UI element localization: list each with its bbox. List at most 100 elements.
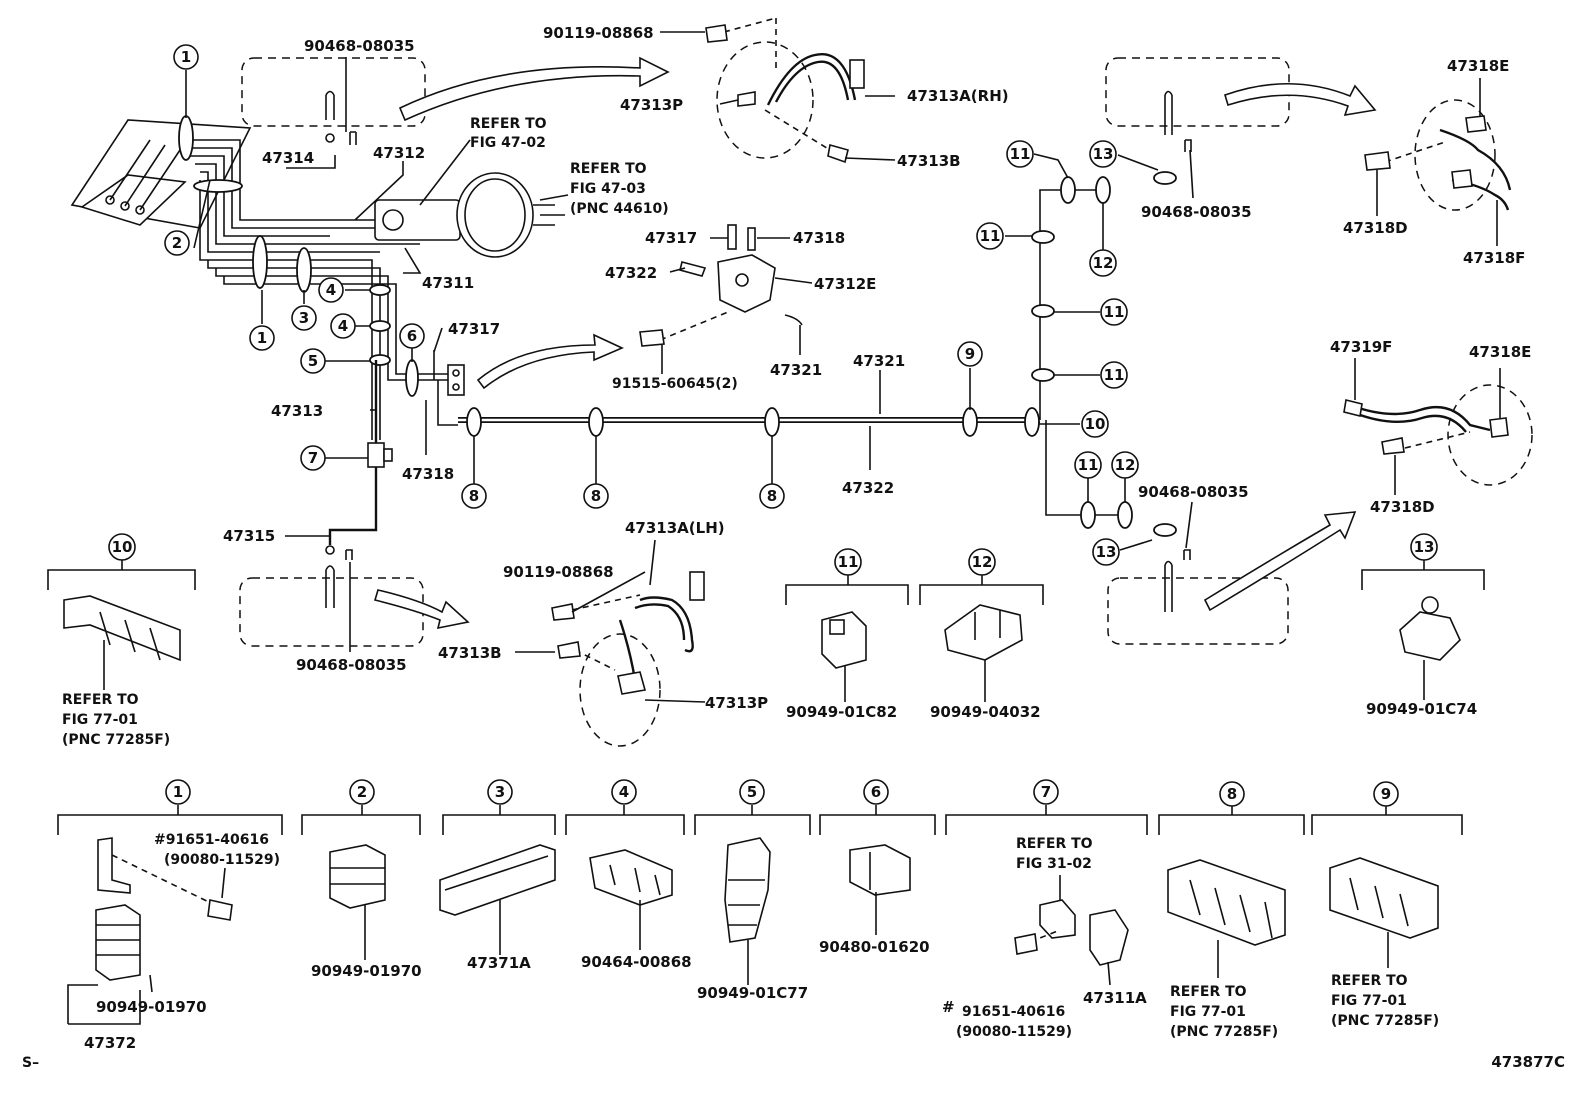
callout-box-top-left xyxy=(241,56,670,145)
svg-text:1: 1 xyxy=(257,329,267,347)
ref-7-mid: 7 xyxy=(300,445,326,471)
label-hash: # xyxy=(942,998,955,1016)
ref-5-group: 5 xyxy=(739,779,765,805)
svg-text:10: 10 xyxy=(112,538,133,556)
label-47311A: 47311A xyxy=(1083,989,1147,1007)
label-47313: 47313 xyxy=(271,402,323,420)
clamp-10-illustration xyxy=(63,595,181,662)
label-refer-47-03-a: REFER TO xyxy=(570,161,647,177)
ref-11-group: 11 xyxy=(834,548,862,576)
clamp-3-illustration xyxy=(439,844,556,916)
label-90080-11529-b: (90080-11529) xyxy=(956,1024,1072,1040)
svg-text:11: 11 xyxy=(1078,456,1099,474)
label-90464-00868: 90464-00868 xyxy=(581,953,692,971)
ref-8-group: 8 xyxy=(1219,781,1245,807)
bundle-clamps xyxy=(178,115,1177,537)
ref-8-a: 8 xyxy=(461,483,487,509)
svg-text:5: 5 xyxy=(747,783,757,801)
svg-text:8: 8 xyxy=(1227,785,1237,803)
label-refer-31-02-a: REFER TO xyxy=(1016,836,1093,852)
label-refer-77-01-b-9: FIG 77-01 xyxy=(1331,993,1407,1009)
clamp-7-illustration xyxy=(1014,899,1129,966)
svg-text:9: 9 xyxy=(965,345,975,363)
diagram-id: 473877C xyxy=(1491,1053,1565,1071)
label-refer-77-01-a-8: REFER TO xyxy=(1170,984,1247,1000)
ref-6-mid: 6 xyxy=(399,323,425,349)
part-labels: 90468-08035 90119-08868 47313A(RH) 47313… xyxy=(22,24,1565,1071)
brake-booster xyxy=(374,172,565,258)
label-refer-47-02-b: FIG 47-02 xyxy=(470,135,546,151)
label-90119-08868-mid: 90119-08868 xyxy=(503,563,614,581)
label-47318D-mid: 47318D xyxy=(1370,498,1435,516)
clamp-13-illustration xyxy=(1399,596,1461,661)
svg-text:7: 7 xyxy=(308,449,318,467)
ref-8-b: 8 xyxy=(583,483,609,509)
svg-text:5: 5 xyxy=(308,352,318,370)
ref-11-c: 11 xyxy=(1100,298,1128,326)
label-91651-40616-b: 91651-40616 xyxy=(962,1004,1065,1020)
clamp-11-illustration xyxy=(821,611,867,669)
ref-8-c: 8 xyxy=(759,483,785,509)
ref-10-mid: 10 xyxy=(1081,410,1109,438)
clamp-8-illustration xyxy=(1167,859,1286,946)
hose-47313A-LH xyxy=(551,571,705,747)
hose-47318F xyxy=(1364,99,1512,211)
label-90949-01C74: 90949-01C74 xyxy=(1366,700,1477,718)
svg-text:11: 11 xyxy=(1104,303,1125,321)
label-refer-31-02-b: FIG 31-02 xyxy=(1016,856,1092,872)
ref-4-a: 4 xyxy=(318,277,344,303)
svg-text:13: 13 xyxy=(1414,538,1435,556)
label-47314: 47314 xyxy=(262,149,314,167)
svg-text:4: 4 xyxy=(326,281,336,299)
label-47318-mid: 47318 xyxy=(402,465,454,483)
label-47312E: 47312E xyxy=(814,275,876,293)
clamp-12-illustration xyxy=(944,604,1023,661)
label-refer-77-01-c-8: (PNC 77285F) xyxy=(1170,1024,1278,1040)
svg-text:12: 12 xyxy=(1093,254,1114,272)
callout-box-bottom-right xyxy=(1107,511,1357,645)
ref-10-group: 10 xyxy=(108,533,136,561)
label-47322: 47322 xyxy=(842,479,894,497)
svg-text:10: 10 xyxy=(1085,415,1106,433)
svg-text:13: 13 xyxy=(1093,145,1114,163)
label-90949-04032: 90949-04032 xyxy=(930,703,1041,721)
label-47371A: 47371A xyxy=(467,954,531,972)
clamp-5-illustration xyxy=(724,837,771,943)
label-47311: 47311 xyxy=(422,274,474,292)
label-90468-08035-lower-right: 90468-08035 xyxy=(1138,483,1249,501)
bracket-47372-illustration xyxy=(95,837,233,981)
ref-13-a: 13 xyxy=(1089,140,1117,168)
svg-text:3: 3 xyxy=(495,783,505,801)
label-47313P-top: 47313P xyxy=(620,96,683,114)
label-47318D-top: 47318D xyxy=(1343,219,1408,237)
svg-text:6: 6 xyxy=(871,783,881,801)
label-refer-77-01-b-8: FIG 77-01 xyxy=(1170,1004,1246,1020)
ref-7-group: 7 xyxy=(1033,779,1059,805)
ref-12-group: 12 xyxy=(968,548,996,576)
ref-4-group: 4 xyxy=(611,779,637,805)
svg-text:12: 12 xyxy=(972,553,993,571)
label-47318-top: 47318 xyxy=(793,229,845,247)
ref-5-mid: 5 xyxy=(300,348,326,374)
ref-2-left: 2 xyxy=(164,230,190,256)
ref-11-a: 11 xyxy=(1006,140,1034,168)
label-refer-77-01-c-9: (PNC 77285F) xyxy=(1331,1013,1439,1029)
label-47319F: 47319F xyxy=(1330,338,1392,356)
callout-arrow-junction xyxy=(476,333,624,390)
ref-13-b: 13 xyxy=(1092,538,1120,566)
label-90949-01C82: 90949-01C82 xyxy=(786,703,897,721)
label-47318E-mid: 47318E xyxy=(1469,343,1531,361)
label-47313B-top: 47313B xyxy=(897,152,961,170)
svg-text:8: 8 xyxy=(591,487,601,505)
label-refer-77-01-c-left: (PNC 77285F) xyxy=(62,732,170,748)
label-90949-01970-b: 90949-01970 xyxy=(311,962,422,980)
ref-4-b: 4 xyxy=(330,313,356,339)
svg-text:1: 1 xyxy=(181,48,191,66)
label-47317-mid: 47317 xyxy=(448,320,500,338)
ref-13-group: 13 xyxy=(1410,533,1438,561)
svg-text:9: 9 xyxy=(1381,785,1391,803)
label-47321-small: 47321 xyxy=(770,361,822,379)
label-refer-77-01-b-left: FIG 77-01 xyxy=(62,712,138,728)
hose-47313A-RH xyxy=(705,17,865,164)
label-47315: 47315 xyxy=(223,527,275,545)
